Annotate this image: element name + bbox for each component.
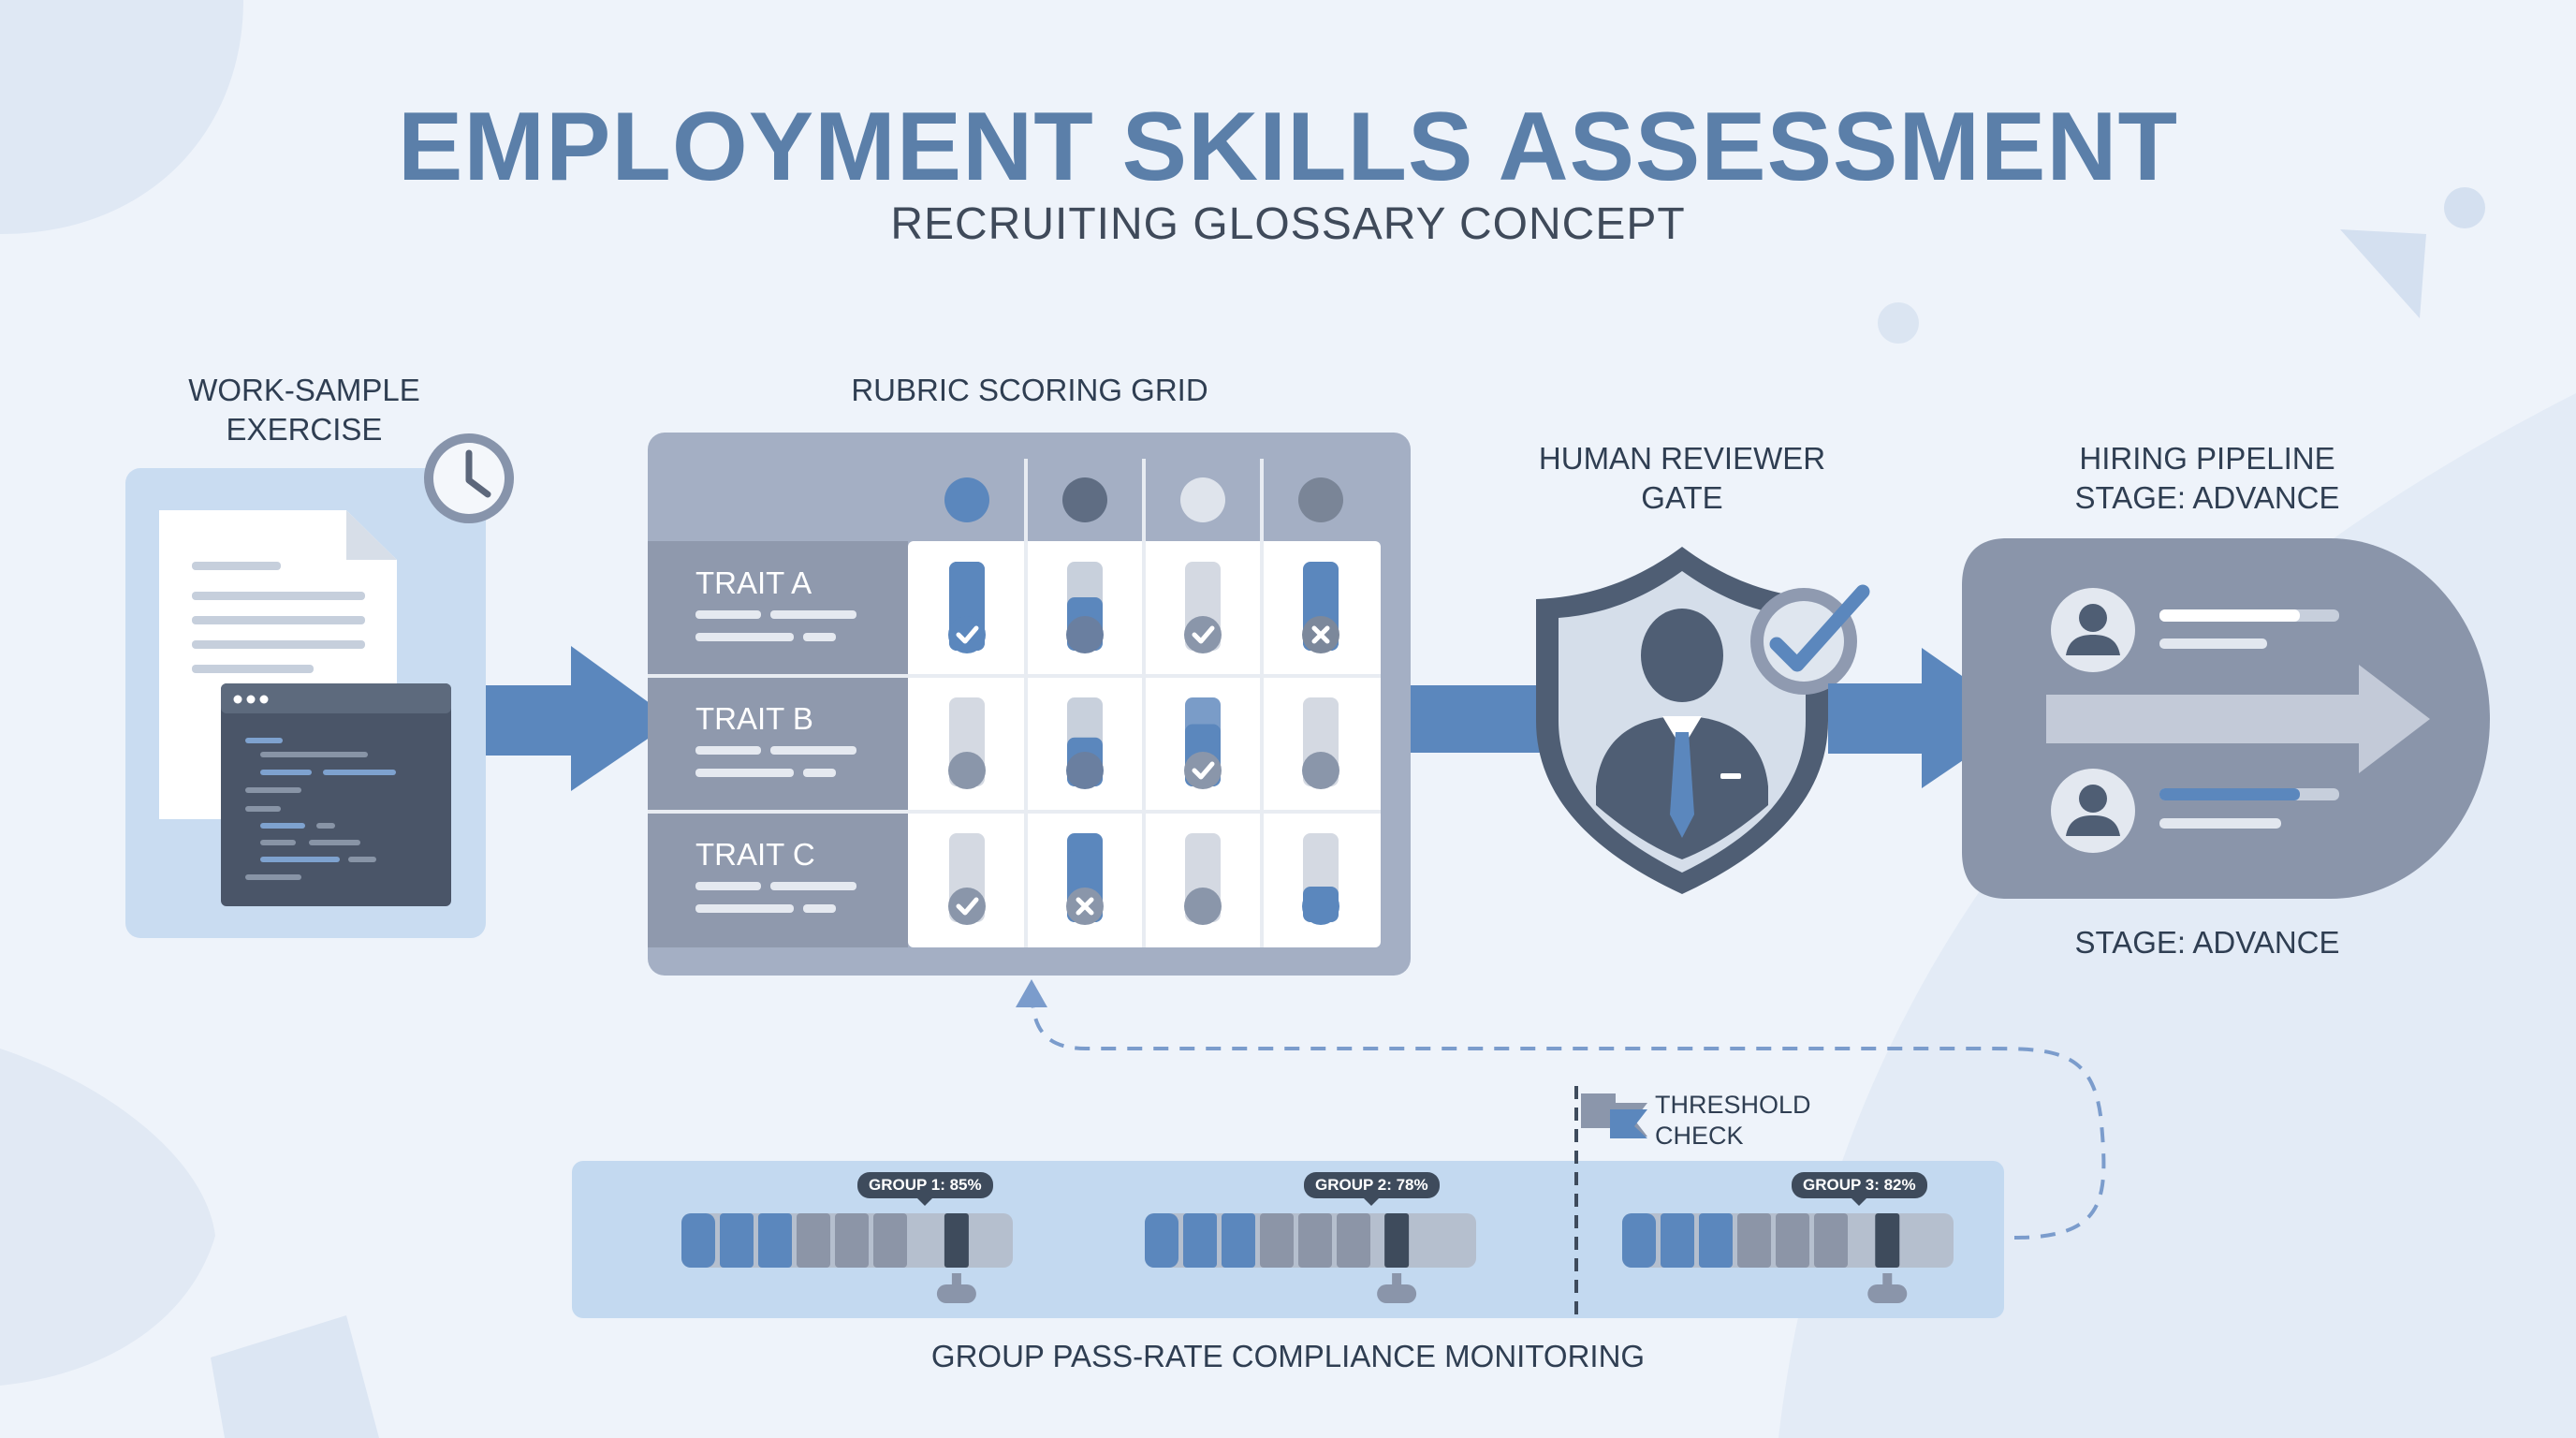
cross-icon [1076, 897, 1094, 916]
score-column-1 [944, 477, 989, 522]
threshold-label: THRESHOLD CHECK [1655, 1090, 1811, 1152]
connector-bar [1411, 685, 1542, 753]
compliance-band [572, 1161, 2004, 1318]
flag-icon [1574, 1086, 1647, 1320]
rubric-cell [948, 697, 986, 789]
rubric-cell [1184, 833, 1222, 925]
score-column-3 [1180, 477, 1225, 522]
score-column-2 [1062, 477, 1107, 522]
group-1-tag: GROUP 1: 85% [857, 1172, 993, 1206]
work-sample-label: WORK-SAMPLE EXERCISE [173, 371, 435, 449]
trait-c-label: TRAIT C [695, 837, 815, 872]
pass-rate-marker [944, 1213, 969, 1268]
group-2-tag: GROUP 2: 78% [1304, 1172, 1440, 1206]
pass-rate-marker [1384, 1213, 1410, 1268]
rubric-cell [1302, 562, 1339, 653]
cross-icon [1311, 625, 1330, 644]
rubric-cell [1066, 697, 1104, 789]
pipeline-label-line2: STAGE: ADVANCE [2074, 480, 2340, 515]
trait-b-label: TRAIT B [695, 701, 813, 736]
reviewer-person-icon [1596, 609, 1768, 859]
hiring-pipeline-card [1962, 538, 2490, 899]
rubric-label: RUBRIC SCORING GRID [851, 373, 1208, 407]
score-column-4 [1298, 477, 1343, 522]
check-icon [1192, 761, 1215, 780]
work-sample-label-line1: WORK-SAMPLE [188, 373, 420, 407]
check-icon [1192, 625, 1215, 644]
rubric-cell [1066, 562, 1104, 653]
threshold-label-line2: CHECK [1655, 1122, 1744, 1150]
code-window-icon [221, 683, 451, 906]
shield-icon [1536, 547, 1870, 894]
work-sample-card [125, 433, 514, 938]
pipeline-label: HIRING PIPELINE STAGE: ADVANCE [2020, 439, 2394, 518]
rubric-cell [948, 562, 986, 653]
pipeline-stage-label: STAGE: ADVANCE [2074, 925, 2340, 960]
threshold-label-line1: THRESHOLD [1655, 1091, 1811, 1119]
work-sample-label-line2: EXERCISE [226, 412, 383, 447]
rubric-cell [948, 833, 986, 925]
trait-a-label: TRAIT A [695, 565, 812, 600]
rubric-grid [648, 433, 1411, 976]
check-icon [956, 625, 979, 644]
rubric-cell [1302, 833, 1339, 925]
rubric-cell [1066, 833, 1104, 925]
reviewer-label-line2: GATE [1641, 480, 1723, 515]
group-2-pass-rate-bar [1145, 1213, 1476, 1303]
page-subtitle: RECRUITING GLOSSARY CONCEPT [890, 199, 1686, 249]
clock-icon [424, 433, 514, 523]
feedback-loop [1016, 979, 2106, 1240]
rubric-cell [1302, 697, 1339, 789]
rubric-cell [1184, 697, 1222, 789]
pass-rate-marker [1875, 1213, 1900, 1268]
flow-arrow-1 [486, 646, 674, 791]
page-title: EMPLOYMENT SKILLS ASSESSMENT [397, 93, 2179, 201]
group-1-pass-rate-bar [681, 1213, 1013, 1303]
reviewer-label-line1: HUMAN REVIEWER [1538, 441, 1826, 476]
pipeline-label-line1: HIRING PIPELINE [2079, 441, 2335, 476]
candidate-avatar-icon [2051, 588, 2135, 853]
group-3-tag: GROUP 3: 82% [1792, 1172, 1927, 1206]
rubric-cell [1184, 562, 1222, 653]
check-icon [956, 897, 979, 916]
checkmark-badge-icon [1750, 584, 1870, 695]
compliance-label: GROUP PASS-RATE COMPLIANCE MONITORING [930, 1339, 1646, 1373]
group-3-pass-rate-bar [1622, 1213, 1954, 1303]
reviewer-label: HUMAN REVIEWER GATE [1495, 439, 1869, 518]
